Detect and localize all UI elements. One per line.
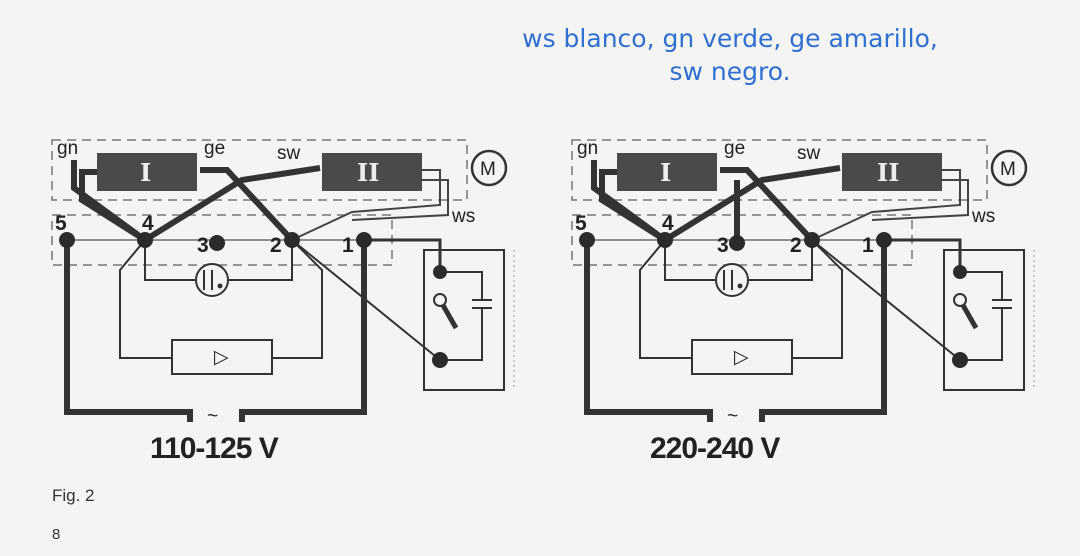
terminal-2-label: 2 bbox=[270, 234, 282, 257]
wire-label-ge: ge bbox=[724, 138, 745, 159]
wire-label-sw: sw bbox=[797, 143, 821, 164]
coil-label-two: II bbox=[877, 158, 899, 187]
diagram-right: gn ge sw ws M I II 5 4 3 2 1 ▷ ~ 220-240… bbox=[572, 138, 1034, 465]
note-line-2: sw negro. bbox=[669, 57, 791, 86]
motor-label: M bbox=[480, 159, 496, 180]
terminal-3-label: 3 bbox=[197, 234, 209, 257]
coil-label-two: II bbox=[357, 158, 379, 187]
amplifier-symbol: ▷ bbox=[214, 347, 229, 368]
terminal-3-label: 3 bbox=[717, 234, 729, 257]
terminal-1-label: 1 bbox=[342, 234, 354, 257]
terminal-5-label: 5 bbox=[55, 212, 67, 235]
ac-symbol: ~ bbox=[207, 406, 218, 427]
terminal-2-label: 2 bbox=[790, 234, 802, 257]
color-legend-note: ws blanco, gn verde, ge amarillo, sw neg… bbox=[470, 22, 990, 88]
coil-label-one: I bbox=[140, 158, 151, 187]
wire-label-ws: ws bbox=[451, 206, 475, 227]
ac-symbol: ~ bbox=[727, 406, 738, 427]
terminal-4-label: 4 bbox=[142, 212, 154, 235]
motor-label: M bbox=[1000, 159, 1016, 180]
wire-label-ws: ws bbox=[971, 206, 995, 227]
terminal-5-label: 5 bbox=[575, 212, 587, 235]
coil-label-one: I bbox=[660, 158, 671, 187]
note-line-1: ws blanco, gn verde, ge amarillo, bbox=[522, 24, 938, 53]
voltage-label-left: 110-125 V bbox=[150, 432, 279, 465]
terminal-3-dot bbox=[209, 235, 225, 251]
wire-label-ge: ge bbox=[204, 138, 225, 159]
voltage-label-right: 220-240 V bbox=[650, 432, 780, 465]
diagram-left: gn ge sw ws M I II 5 4 3 2 1 ▷ ~ 110-125… bbox=[52, 138, 514, 465]
terminal-1-label: 1 bbox=[862, 234, 874, 257]
wire-label-gn: gn bbox=[577, 138, 598, 159]
wire-label-gn: gn bbox=[57, 138, 78, 159]
terminal-4-label: 4 bbox=[662, 212, 674, 235]
figure-caption: Fig. 2 bbox=[52, 486, 95, 505]
page-number: 8 bbox=[52, 526, 61, 543]
amplifier-symbol: ▷ bbox=[734, 347, 749, 368]
wire-label-sw: sw bbox=[277, 143, 301, 164]
terminal-3-dot bbox=[729, 235, 745, 251]
